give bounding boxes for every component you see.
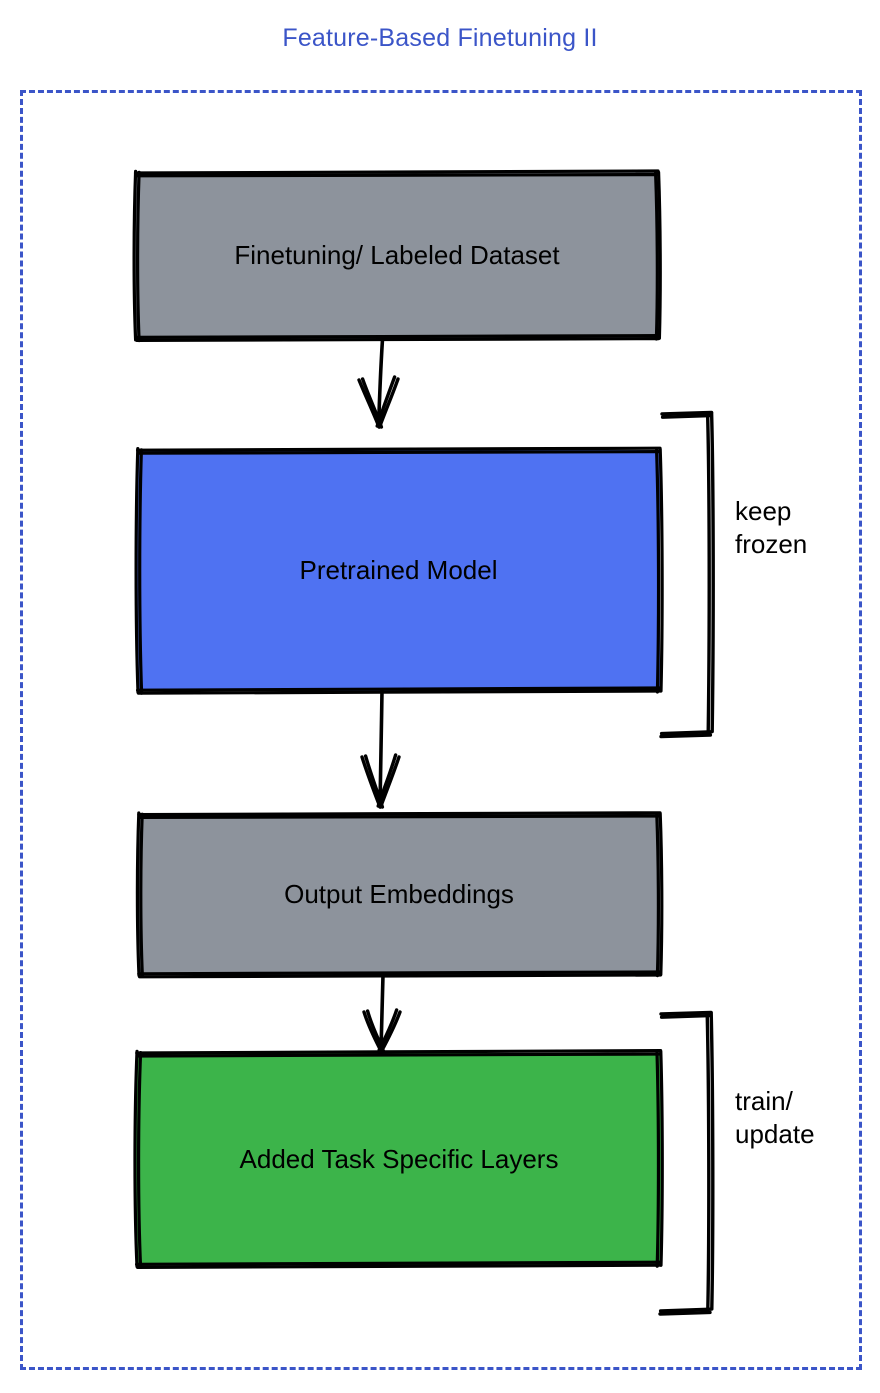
node-added-task-specific-layers[interactable]: Added Task Specific Layers [133,1049,664,1269]
node-label: Pretrained Model [299,555,498,585]
node-fill-gray [138,814,660,975]
diagram-boundary-frame [20,90,862,1370]
node-fill-green [136,1053,662,1265]
node-fill-blue [137,450,660,691]
node-label: Added Task Specific Layers [239,1143,559,1174]
node-output-embeddings[interactable]: Output Embeddings [135,811,664,979]
node-pretrained-model[interactable]: Pretrained Model [134,446,664,695]
annotation-keep-frozen: keep frozen [735,496,808,560]
page-title: Feature-Based Finetuning II [282,24,598,52]
node-label: Output Embeddings [284,879,514,909]
node-label: Finetuning/ Labeled Dataset [234,240,560,270]
node-fill-gray [134,172,660,339]
node-finetuning-labeled-dataset[interactable]: Finetuning/ Labeled Dataset [132,169,662,343]
annotation-train-update: train/ update [735,1086,815,1150]
